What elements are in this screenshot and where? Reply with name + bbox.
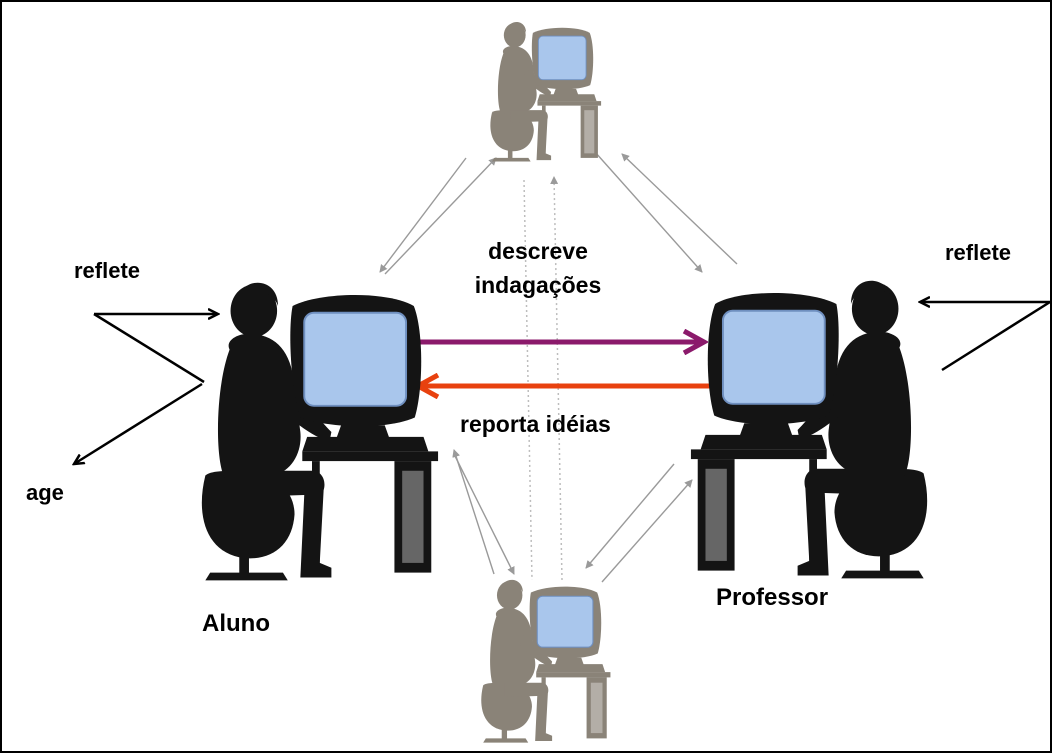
link-bottom-to-student <box>452 449 495 575</box>
teacher-icon <box>689 279 929 580</box>
teacher-label: Professor <box>716 584 829 611</box>
dotted-link-down <box>523 179 533 581</box>
act-arrow-left <box>74 382 203 464</box>
reflect-label-left: reflete <box>74 258 141 283</box>
reflect-loop-left <box>93 312 205 384</box>
peer-top-icon <box>489 21 602 163</box>
peer-bottom-icon <box>480 579 612 744</box>
reflect-loop-right <box>941 300 1051 372</box>
report-label: reporta idéias <box>460 411 611 437</box>
link-student-to-top <box>384 157 497 275</box>
reflect-label-right: reflete <box>945 240 1012 265</box>
link-student-to-bottom <box>453 453 515 575</box>
describe-label: descreve indagações <box>458 234 618 302</box>
dotted-link-up <box>550 176 563 581</box>
describe-label-line2: indagações <box>474 272 602 298</box>
link-teacher-to-top <box>621 153 738 265</box>
student-label: Aluno <box>202 610 270 637</box>
link-bottom-to-teacher <box>601 479 693 583</box>
student-icon <box>200 281 440 582</box>
link-top-to-student <box>379 157 467 273</box>
describe-label-line1: descreve <box>488 238 588 264</box>
link-teacher-to-bottom <box>585 463 675 569</box>
link-top-to-teacher <box>594 151 703 273</box>
act-label-left: age <box>26 480 64 505</box>
